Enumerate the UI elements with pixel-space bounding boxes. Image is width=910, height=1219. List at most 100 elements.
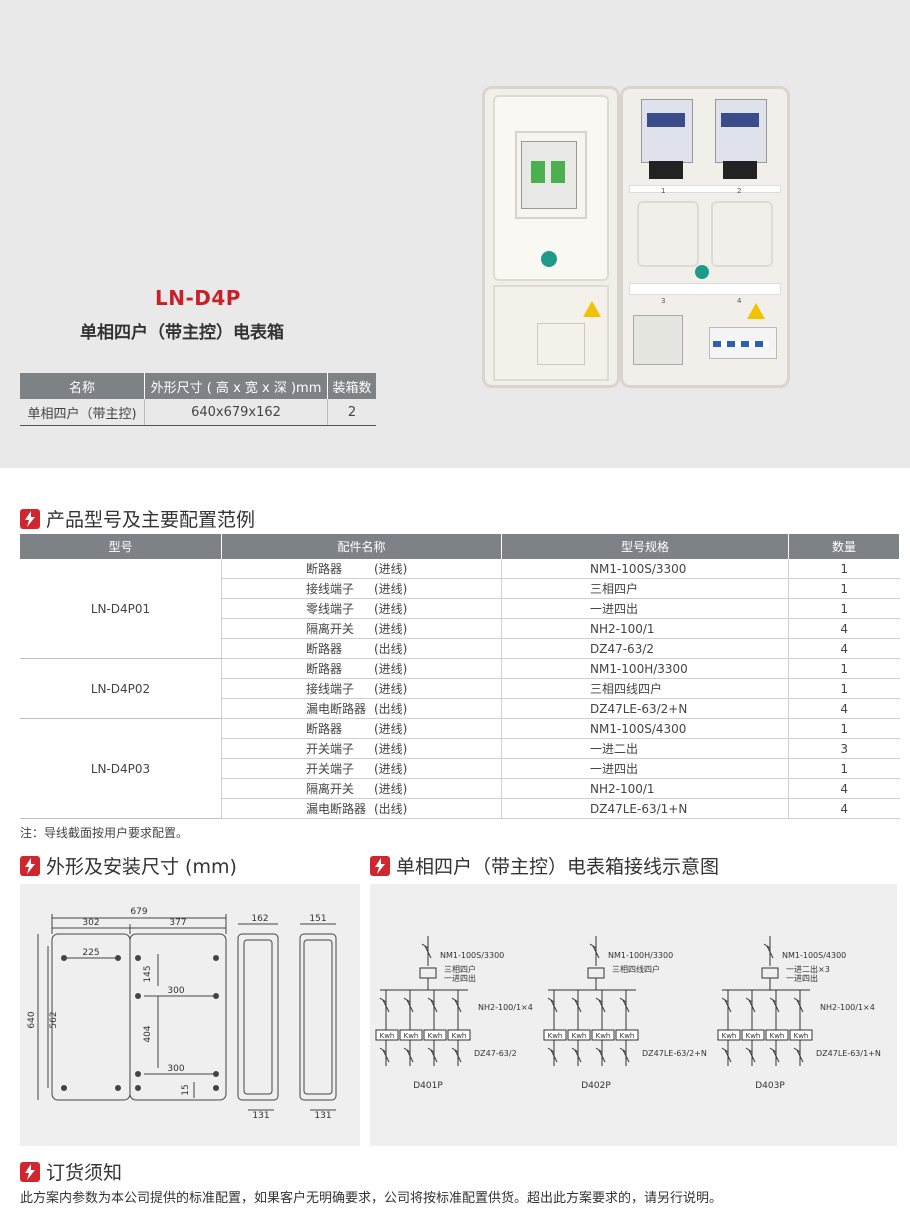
branch-isolator-switch [550, 999, 558, 1013]
dimension-panel: 679 302 377 225 640 562 145 300 404 300 … [20, 884, 360, 1146]
cfg-model-cell: LN-D4P02 [20, 658, 222, 719]
spec-cell-qty: 2 [327, 399, 376, 426]
photo-label-4: 4 [737, 297, 742, 305]
out-breaker-switch-mark [793, 1047, 801, 1053]
cfg-part-name: 隔离开关 [306, 782, 355, 796]
kwh-meter [765, 1029, 789, 1041]
spec-header-qty: 装箱数 [327, 373, 376, 399]
out-breaker-label: DZ47-63/2 [474, 1049, 517, 1058]
breaker-label: NM1-100S/4300 [782, 951, 846, 960]
cfg-spec-cell: DZ47-63/2 [501, 638, 789, 659]
cfg-part-cell: 断路器(进线) [221, 658, 502, 679]
left-cabinet [482, 86, 620, 388]
terminal-label: 三相四户 [444, 964, 476, 974]
kwh-label: Kwh [770, 1032, 785, 1040]
cfg-part-name: 开关端子 [306, 742, 355, 756]
out-breaker-switch [598, 1049, 606, 1063]
branch-isolator-switch-mark [745, 997, 753, 1003]
cfg-qty-cell: 1 [788, 578, 900, 599]
branch-isolator-switch [574, 999, 582, 1013]
cfg-part-name: 隔离开关 [306, 622, 355, 636]
bolt-icon [20, 855, 40, 876]
out-breaker-switch-mark [403, 1047, 411, 1053]
cfg-part-cell: 断路器(进线) [221, 559, 502, 579]
cfg-header-part: 配件名称 [221, 534, 502, 559]
cfg-part-cell: 漏电断路器(出线) [221, 698, 502, 719]
branch-isolator-switch-mark [721, 997, 729, 1003]
branch-isolator-switch [454, 999, 462, 1013]
kwh-label: Kwh [746, 1032, 761, 1040]
kwh-meter [567, 1029, 591, 1041]
out-breaker-switch [796, 1049, 804, 1063]
branch-isolator-switch [796, 999, 804, 1013]
photo-label-2: 2 [737, 187, 742, 195]
cfg-qty-cell: 4 [788, 638, 900, 659]
out-breaker-switch-mark [745, 1047, 753, 1053]
branch-isolator-switch [748, 999, 756, 1013]
kwh-label: Kwh [548, 1032, 563, 1040]
cfg-part-dir: (进线) [374, 762, 408, 776]
kwh-label: Kwh [794, 1032, 809, 1040]
cfg-part-name: 接线端子 [306, 582, 355, 596]
breaker-label: NM1-100H/3300 [608, 951, 673, 960]
terminal-label: 一进四出 [786, 973, 818, 983]
dim-foot-b: 131 [314, 1111, 331, 1121]
cfg-part-cell: 断路器(出线) [221, 638, 502, 659]
dim-depth-b: 151 [309, 914, 326, 924]
cfg-qty-cell: 4 [788, 618, 900, 639]
out-breaker-switch [406, 1049, 414, 1063]
branch-isolator-switch-mark [769, 997, 777, 1003]
diagram-name: D402P [581, 1081, 611, 1091]
branch-isolator-switch-mark [571, 997, 579, 1003]
out-breaker-label: DZ47LE-63/2+N [642, 1049, 707, 1058]
terminal-block [587, 967, 605, 979]
branch-isolator-switch-mark [403, 997, 411, 1003]
kwh-label: Kwh [572, 1032, 587, 1040]
product-subtitle: 单相四户（带主控）电表箱 [80, 323, 284, 343]
cfg-qty-cell: 4 [788, 698, 900, 719]
right-cabinet: 1 2 3 4 [620, 86, 790, 388]
out-breaker-switch-mark [451, 1047, 459, 1053]
branch-isolator-switch [598, 999, 606, 1013]
cfg-qty-cell: 3 [788, 738, 900, 759]
spec-header-name: 名称 [20, 373, 145, 399]
out-breaker-switch [724, 1049, 732, 1063]
cfg-header-qty: 数量 [788, 534, 900, 559]
cfg-part-dir: (进线) [374, 782, 408, 796]
main-breaker-switch-mark [421, 943, 429, 949]
cfg-model-cell: LN-D4P01 [20, 559, 222, 659]
kwh-meter [399, 1029, 423, 1041]
dim-15: 15 [181, 1084, 191, 1095]
cfg-part-cell: 断路器(进线) [221, 718, 502, 739]
wiring-heading-text: 单相四户（带主控）电表箱接线示意图 [396, 856, 720, 878]
out-breaker-switch [748, 1049, 756, 1063]
cfg-header-spec: 型号规格 [501, 534, 789, 559]
cfg-part-name: 开关端子 [306, 762, 355, 776]
dimension-drawing: 679 302 377 225 640 562 145 300 404 300 … [27, 907, 337, 1121]
cfg-part-name: 断路器 [306, 562, 343, 576]
out-breaker-switch-mark [571, 1047, 579, 1053]
out-breaker-switch-mark [619, 1047, 627, 1053]
branch-isolator-switch [430, 999, 438, 1013]
out-breaker-switch [574, 1049, 582, 1063]
branch-isolator-switch-mark [619, 997, 627, 1003]
out-breaker-switch [454, 1049, 462, 1063]
cfg-qty-cell: 4 [788, 778, 900, 799]
main-breaker-switch-mark [763, 943, 771, 949]
branch-isolator-switch-mark [427, 997, 435, 1003]
cfg-part-dir: (出线) [374, 702, 408, 716]
kwh-label: Kwh [452, 1032, 467, 1040]
cfg-qty-cell: 1 [788, 758, 900, 779]
config-note: 注：导线截面按用户要求配置。 [20, 826, 189, 840]
branch-isolator-switch-mark [547, 997, 555, 1003]
kwh-label: Kwh [380, 1032, 395, 1040]
cfg-spec-cell: 三相四线四户 [501, 678, 789, 699]
